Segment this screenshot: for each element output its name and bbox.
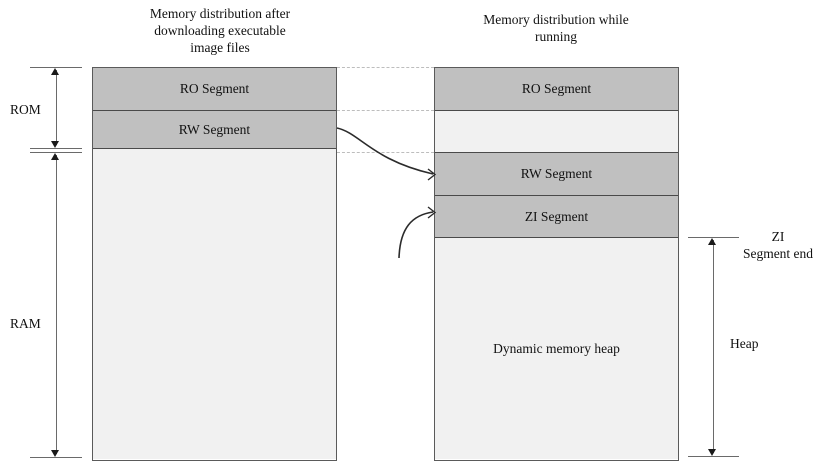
- rw-relocation-arrow: [336, 127, 434, 175]
- rom-label: ROM: [10, 102, 41, 117]
- connector-line-top: [337, 67, 434, 68]
- right-segment-zi: ZI Segment: [435, 196, 678, 238]
- right-segment-zi-label: ZI Segment: [524, 208, 589, 224]
- zi-creation-arrow: [398, 211, 434, 259]
- left-segment-rw-label: RW Segment: [178, 121, 251, 137]
- heap-arrowhead-up: [708, 238, 716, 245]
- heap-bottom-tick: [688, 456, 739, 457]
- right-segment-heap-label: Dynamic memory heap: [493, 340, 620, 356]
- left-segment-rw: RW Segment: [93, 111, 336, 149]
- ram-arrowhead-up: [51, 153, 59, 160]
- connector-line-ro-bottom: [337, 110, 434, 111]
- heap-label: Heap: [730, 336, 759, 351]
- ram-label: RAM: [10, 316, 41, 331]
- connector-line-rw-bottom: [337, 152, 434, 153]
- right-segment-ro-label: RO Segment: [521, 81, 592, 96]
- right-segment-rw: RW Segment: [435, 153, 678, 196]
- right-segment-ro: RO Segment: [435, 68, 678, 111]
- heap-arrowhead-down: [708, 449, 716, 456]
- left-segment-ro: RO Segment: [93, 68, 336, 111]
- left-segment-ro-label: RO Segment: [179, 81, 250, 96]
- zi-segment-end-label: ZI Segment end: [742, 229, 814, 261]
- right-column-title: Memory distribution while running: [483, 12, 629, 44]
- rom-arrowhead-down: [51, 141, 59, 148]
- memory-column-after-download: RO Segment RW Segment: [92, 67, 337, 461]
- rom-dimension-line: [56, 70, 57, 145]
- left-column-title: Memory distribution after downloading ex…: [149, 6, 291, 55]
- right-segment-heap: Dynamic memory heap: [435, 238, 678, 459]
- memory-column-while-running: RO Segment RW Segment ZI Segment Dynamic…: [434, 67, 679, 461]
- rom-arrowhead-up: [51, 68, 59, 75]
- heap-dimension-line: [713, 240, 714, 453]
- ram-bottom-tick: [30, 457, 82, 458]
- right-segment-gap: [435, 111, 678, 153]
- heap-top-tick: [688, 237, 739, 238]
- left-segment-free: [93, 149, 336, 459]
- ram-arrowhead-down: [51, 450, 59, 457]
- right-segment-rw-label: RW Segment: [520, 166, 593, 181]
- ram-dimension-line: [56, 155, 57, 454]
- rom-top-tick: [30, 67, 82, 68]
- rom-bottom-tick: [30, 148, 82, 149]
- ram-top-tick: [30, 152, 82, 153]
